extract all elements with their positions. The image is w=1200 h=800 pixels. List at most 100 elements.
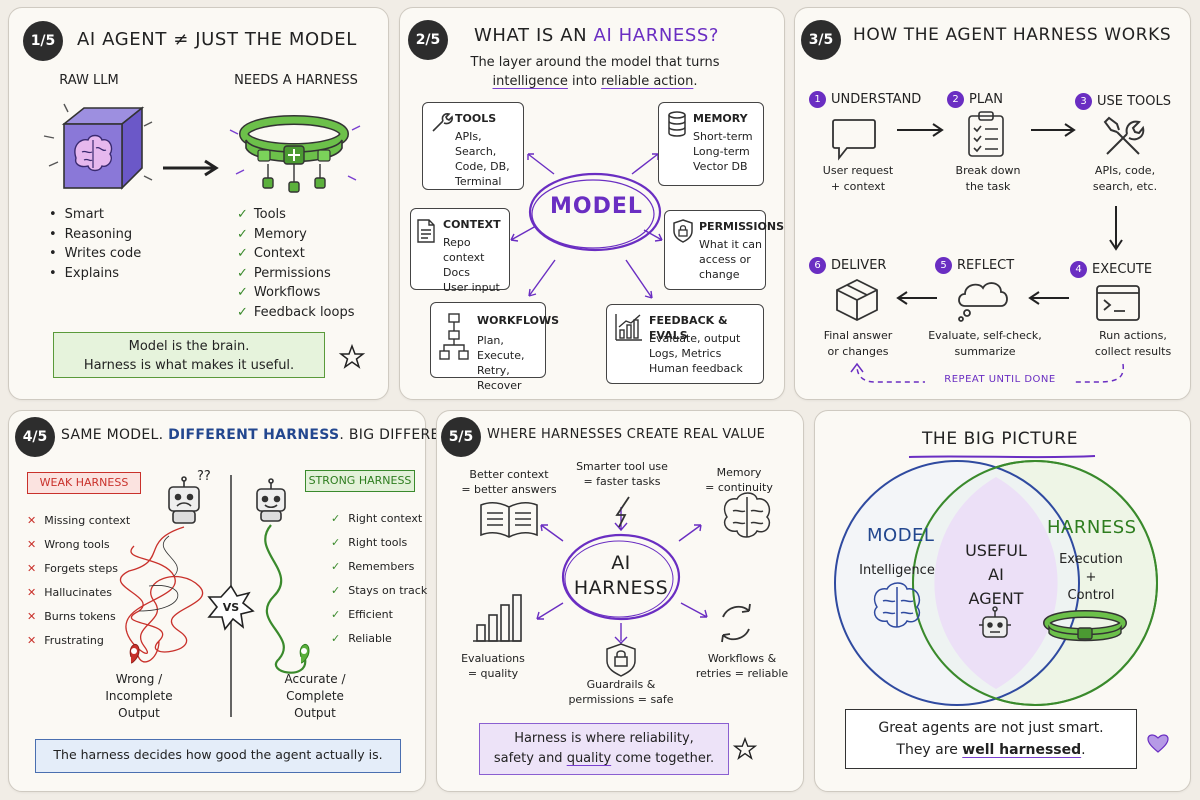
- list-item: ✓Right context: [331, 512, 423, 525]
- note-box: Harness is where reliability, safety and…: [479, 723, 729, 775]
- value-guardrails: Guardrails &permissions = safe: [568, 678, 674, 706]
- heart-icon: [1147, 734, 1169, 753]
- panel-title: THE BIG PICTURE: [921, 429, 1079, 449]
- panel-6: THE BIG PICTURE MODEL Intelligence USEFU…: [814, 410, 1191, 792]
- title-underline: [908, 455, 1096, 459]
- panel-5: 5/5 WHERE HARNESSES CREATE REAL VALUE AI…: [436, 410, 804, 792]
- strong-harness-badge: STRONG HARNESS: [305, 470, 415, 492]
- tools-box: TOOLS APIs, Search,Code, DB,Terminal: [422, 102, 524, 190]
- value-context: Better context= better answers: [461, 468, 557, 496]
- harness-label: HARNESS: [1047, 517, 1137, 538]
- check-icon: ✓: [331, 560, 341, 573]
- list-item: ✓Tools: [237, 207, 286, 222]
- note-box: Model is the brain.Harness is what makes…: [53, 332, 325, 378]
- cross-icon: ✕: [27, 562, 37, 575]
- list-item: ✕Hallucinates: [27, 586, 112, 599]
- list-item: ✕Frustrating: [27, 634, 104, 647]
- panel-number: 1/5: [23, 21, 63, 61]
- check-icon: ✓: [237, 226, 248, 242]
- panel-title: HOW THE AGENT HARNESS WORKS: [853, 25, 1172, 45]
- panel-number: 2/5: [408, 20, 448, 60]
- box-heading: TOOLS: [455, 112, 497, 125]
- needs-harness-label: NEEDS A HARNESS: [234, 73, 358, 88]
- list-item: ✓Stays on track: [331, 584, 428, 597]
- check-icon: ✓: [331, 584, 341, 597]
- model-label: MODEL: [867, 525, 935, 546]
- check-icon: ✓: [237, 285, 248, 300]
- list-item: •Reasoning: [49, 226, 133, 242]
- list-item: ✓Memory: [237, 226, 307, 242]
- strong-list: ✓Right context ✓Right tools ✓Remembers ✓…: [331, 507, 427, 651]
- check-icon: ✓: [331, 536, 341, 549]
- terminal-icon: [1096, 285, 1140, 321]
- database-icon: [668, 111, 686, 137]
- value-diagram: [473, 492, 771, 677]
- value-tools: Smarter tool use= faster tasks: [576, 460, 668, 488]
- check-icon: ✓: [331, 512, 341, 525]
- list-item: ✕Burns tokens: [27, 610, 116, 623]
- list-item: ✓Reliable: [331, 632, 392, 645]
- brain-cube-icon: [43, 103, 153, 190]
- box-heading: PERMISSIONS: [699, 220, 785, 233]
- list-item: ✕Missing context: [27, 514, 131, 527]
- flowchart-icon: [439, 313, 469, 360]
- thought-cloud-icon: [958, 282, 1008, 322]
- weak-list: ✕Missing context ✕Wrong tools ✕Forgets s…: [27, 509, 130, 653]
- model-label: MODEL: [550, 194, 643, 219]
- cross-icon: ✕: [27, 586, 37, 599]
- step-text: User request+ context: [822, 164, 894, 193]
- panel-1: 1/5 AI AGENT ≠ JUST THE MODEL RAW LLM NE…: [8, 7, 389, 400]
- panel-2: 2/5 WHAT IS AN AI HARNESS? The layer aro…: [399, 7, 785, 400]
- star-icon: [732, 736, 758, 760]
- harness-list: ✓Tools ✓Memory ✓Context ✓Permissions ✓Wo…: [237, 205, 355, 322]
- step-text: APIs, code,search, etc.: [1092, 164, 1158, 193]
- box-heading: MEMORY: [693, 112, 748, 125]
- value-evals: Evaluations= quality: [461, 652, 525, 680]
- list-item: ✕Forgets steps: [27, 562, 119, 575]
- wrench-icon: [432, 113, 453, 132]
- question-marks: ??: [197, 469, 211, 484]
- venn-diagram: [834, 460, 1158, 706]
- document-icon: [417, 219, 435, 243]
- cross-icon: ✕: [27, 514, 37, 527]
- list-item: ✕Wrong tools: [27, 538, 110, 551]
- intelligence-label: Intelligence: [859, 563, 935, 578]
- list-item: ✓Context: [237, 246, 305, 261]
- package-icon: [836, 278, 878, 322]
- panel-title: WHERE HARNESSES CREATE REAL VALUE: [487, 427, 766, 442]
- box-text: APIs, Search,Code, DB,Terminal: [455, 130, 510, 188]
- step-text: Evaluate, self-check,summarize: [928, 329, 1042, 358]
- check-icon: ✓: [331, 632, 341, 645]
- list-item: ✓Remembers: [331, 560, 415, 573]
- panel-4: 4/5 SAME MODEL. DIFFERENT HARNESS. BIG D…: [8, 410, 474, 792]
- box-heading: WORKFLOWS: [477, 314, 560, 327]
- list-item: •Explains: [49, 265, 120, 281]
- value-workflows: Workflows &retries = reliable: [695, 652, 789, 680]
- list-item: ✓Right tools: [331, 536, 408, 549]
- raw-llm-list: •Smart •Reasoning •Writes code •Explains: [49, 205, 141, 283]
- check-icon: ✓: [237, 207, 248, 222]
- check-icon: ✓: [237, 304, 248, 320]
- panel-number: 5/5: [441, 417, 481, 457]
- value-memory: Memory= continuity: [705, 466, 773, 494]
- vs-label: VS: [222, 601, 240, 614]
- list-item: ✓Permissions: [237, 265, 331, 281]
- check-icon: ✓: [237, 265, 248, 281]
- check-icon: ✓: [237, 246, 248, 261]
- cross-icon: ✕: [27, 610, 37, 623]
